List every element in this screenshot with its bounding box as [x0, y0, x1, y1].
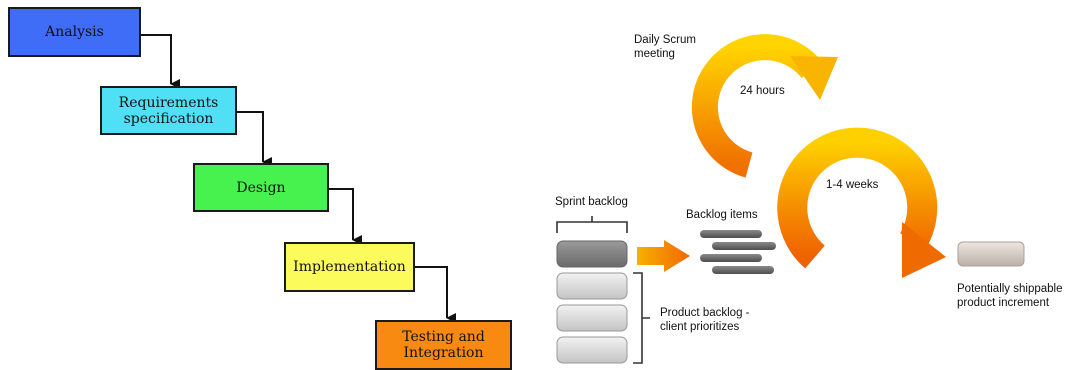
stage-implementation: Implementation: [284, 242, 415, 292]
product-backlog-bracket: [633, 272, 650, 364]
product-increment-label: Potentially shippable product increment: [957, 283, 1063, 309]
sprint-cycle-arrow: [777, 127, 946, 278]
daily-cycle-label: 24 hours: [740, 85, 785, 97]
connector-analysis-to-requirements: [140, 34, 180, 89]
sprint-backlog-label: Sprint backlog: [555, 196, 628, 208]
daily-scrum-meeting-label: Daily Scrum meeting: [634, 34, 696, 60]
product-backlog-bar: [556, 272, 628, 300]
stage-design: Design: [193, 163, 329, 212]
backlog-item-bar: [712, 242, 776, 250]
sprint-to-items-arrow: [637, 240, 690, 272]
sprint-cycle-label: 1-4 weeks: [826, 179, 879, 191]
product-increment-bar: [957, 241, 1025, 267]
backlog-item-bar: [700, 254, 762, 262]
product-backlog-bar: [556, 336, 628, 364]
backlog-items-label: Backlog items: [686, 209, 758, 221]
product-backlog-label: Product backlog - client prioritizes: [660, 307, 750, 333]
connector-implementation-to-testing: [414, 266, 456, 323]
product-backlog-bar: [556, 304, 628, 332]
sprint-backlog-bar: [556, 240, 628, 268]
backlog-item-bar: [712, 266, 774, 274]
stage-analysis: Analysis: [8, 7, 141, 57]
connector-requirements-to-design: [236, 111, 272, 167]
sprint-backlog-bracket: [556, 216, 628, 233]
daily-cycle-arrow: [691, 34, 838, 178]
connector-design-to-implementation: [328, 188, 362, 245]
backlog-item-bar: [700, 230, 762, 238]
stage-requirements-specification: Requirements specification: [100, 86, 237, 135]
